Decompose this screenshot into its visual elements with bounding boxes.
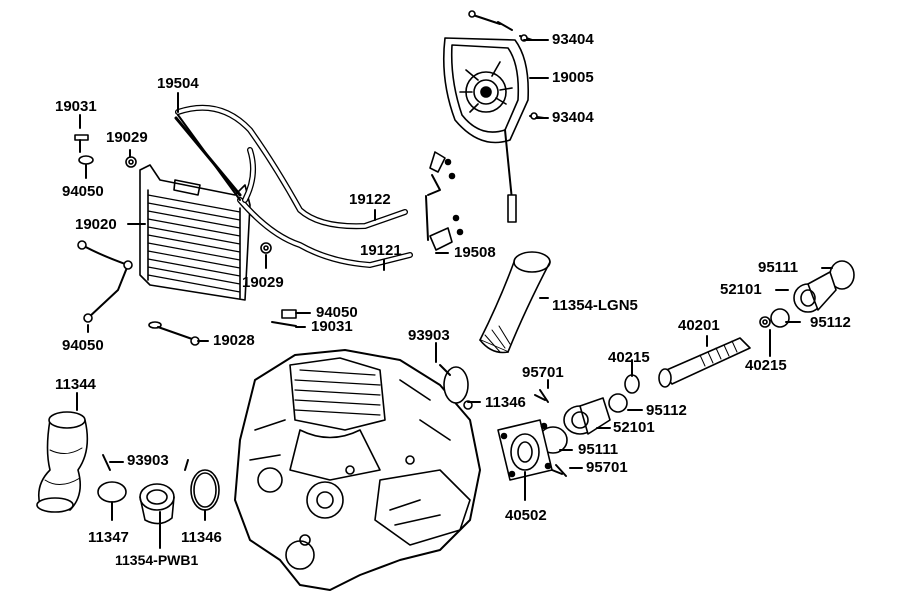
label-11346-mid: 11346 [485,394,526,411]
air-duct [479,251,551,354]
label-11347: 11347 [88,529,129,546]
label-19121: 19121 [360,242,402,259]
label-95111-mid: 95111 [578,441,619,458]
engine-block [234,349,481,591]
label-94050-top: 94050 [62,183,104,200]
leader-lines [76,39,833,549]
label-19005: 19005 [552,69,594,86]
label-19029-top: 19029 [106,129,148,146]
label-95111-right: 95111 [758,259,799,276]
intake-elbow [36,411,89,513]
label-19504: 19504 [157,75,199,92]
label-19031-top: 19031 [55,98,97,115]
label-11354-pwb1: 11354-PWB1 [115,552,199,568]
intake-clamp-parts [439,364,473,410]
cooling-fan [442,10,545,223]
label-95112-mid: 95112 [646,402,687,419]
label-93404-top: 93404 [552,31,594,48]
label-93903-low: 93903 [127,452,169,469]
label-94050-mid: 94050 [316,304,358,321]
label-52101-right: 52101 [720,281,762,298]
label-40215-left: 40215 [608,349,650,366]
label-52101-mid: 52101 [613,419,655,436]
label-19508: 19508 [454,244,496,261]
output-housing [497,389,567,481]
label-95701-top: 95701 [522,364,564,381]
label-11344: 11344 [55,376,96,393]
label-40215-right: 40215 [745,357,787,374]
label-11354-lgn5: 11354-LGN5 [552,297,638,314]
label-19122: 19122 [349,191,391,208]
radiator-hoses [174,104,413,268]
label-95701-bottom: 95701 [586,459,628,476]
label-93404-mid: 93404 [552,109,594,126]
label-93903-mid: 93903 [408,327,450,344]
label-19028: 19028 [213,332,255,349]
label-19029-bottom: 19029 [242,274,284,291]
label-19020: 19020 [75,216,117,233]
label-95112-right: 95112 [810,314,851,331]
label-40502: 40502 [505,507,547,524]
thermostat-fittings [425,151,464,251]
label-40201: 40201 [678,317,720,334]
right-boot-assembly [770,260,855,328]
label-94050-left: 94050 [62,337,104,354]
label-11346-low: 11346 [181,529,222,546]
drive-shaft [624,316,771,394]
label-19031-bottom: 19031 [311,318,353,335]
